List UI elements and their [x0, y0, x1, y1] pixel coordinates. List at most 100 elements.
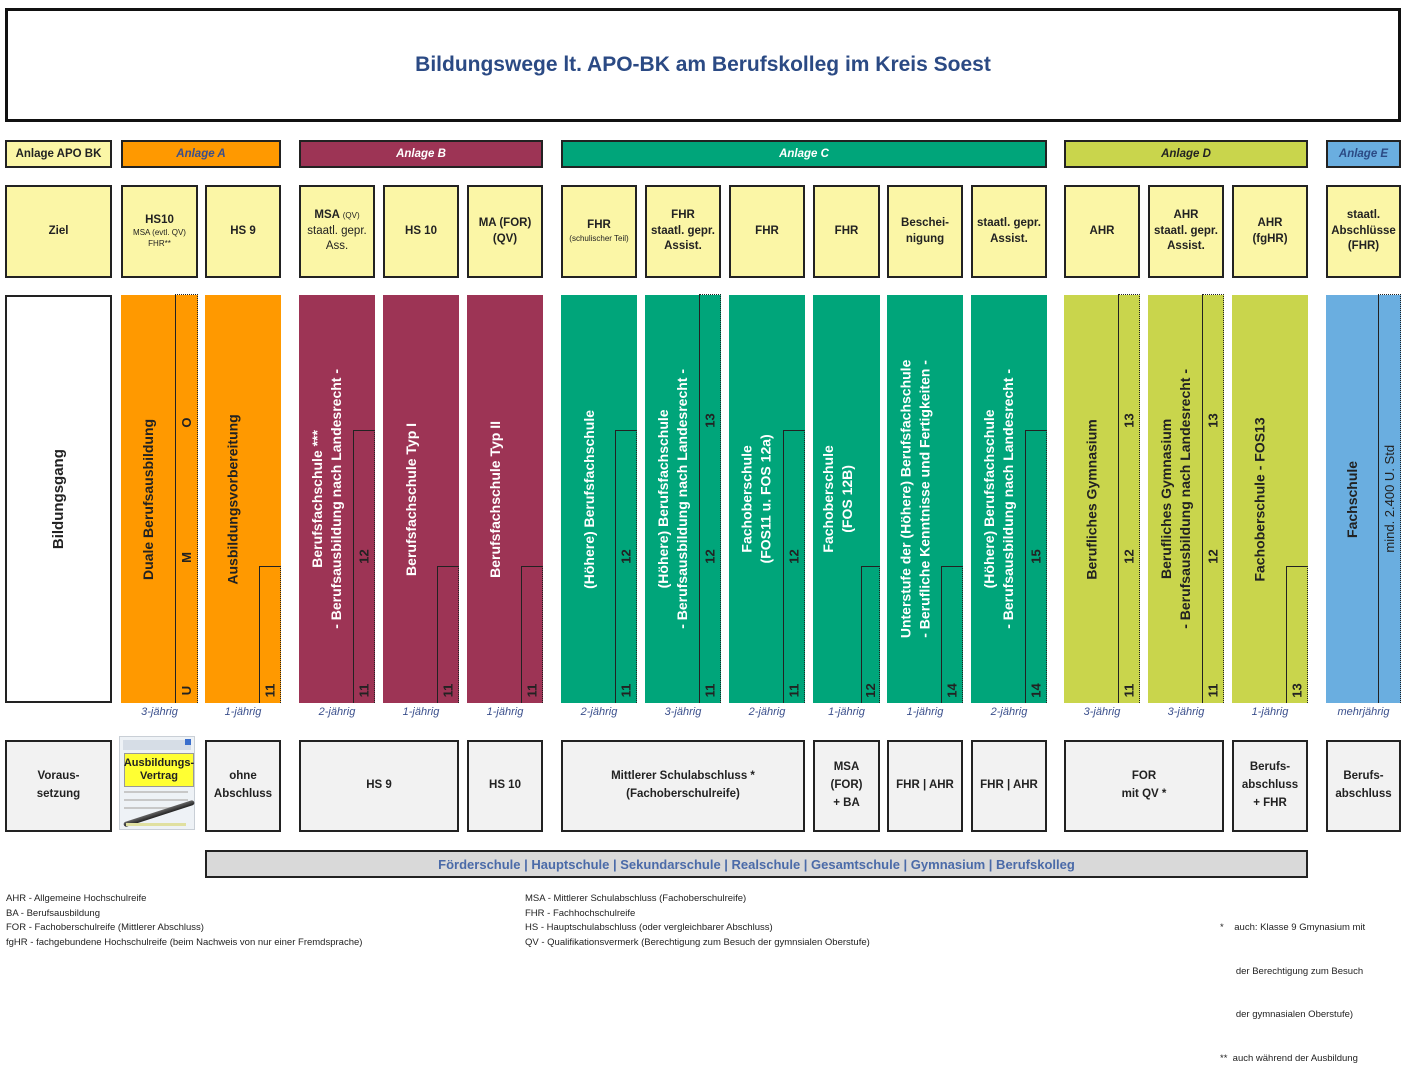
goal-staatl-text: staatl. gepr. Assist. [977, 216, 1041, 245]
contract-line [124, 791, 188, 793]
prereq-fhr-ahr-1: FHR | AHR [887, 740, 963, 832]
prereq-ohne-abschluss: ohne Abschluss [205, 740, 281, 832]
legend-middle: MSA - Mittlerer Schulabschluss (Fachober… [525, 892, 870, 950]
prereq-fhr-ahr-2-text: FHR | AHR [980, 779, 1038, 792]
program-fos11-label: Fachoberschule (FOS11 u. FOS 12a) [739, 434, 774, 564]
contract-doc-mark [185, 739, 191, 745]
duration-bfs-t2: 1-jährig [486, 706, 524, 718]
legend-item: der Berechtigung zum Besuch [1220, 965, 1364, 977]
grade-12: 12 [863, 683, 878, 698]
program-fachschule: Fachschule mind. 2.400 U. Std [1326, 294, 1401, 703]
goal-fhr-3: FHR [729, 185, 805, 278]
header-b-label: Anlage B [396, 148, 446, 160]
duration-fos12b: 1-jährig [828, 706, 865, 718]
grade-strip-fos13: 13 [1286, 566, 1308, 703]
goal-fhr2-text: FHR staatl. gepr. Assist. [651, 209, 715, 253]
header-anlage-a: Anlage A [121, 140, 281, 168]
program-berufsfachschule: Berufsfachschule *** - Berufsausbildung … [299, 295, 375, 703]
prereq-fhr-ahr-2: FHR | AHR [971, 740, 1047, 832]
program-bg-label: Berufliches Gymnasium [1083, 418, 1100, 580]
goal-hs10-b: HS 10 [383, 185, 459, 278]
grade-11: 11 [1121, 683, 1137, 698]
grade-12: 12 [356, 549, 372, 564]
contract-label-1: Ausbildungs- [123, 756, 195, 769]
program-dual-label: Duale Berufsausbildung [140, 418, 157, 580]
legend-item: FHR - Fachhochschulreife [525, 907, 636, 919]
grade-14: 14 [1028, 683, 1044, 698]
legend-item: BA - Berufsausbildung [6, 907, 101, 919]
legend-item: fgHR - fachgebundene Hochschulreife (bei… [6, 936, 363, 948]
goal-ahr-2: AHR staatl. gepr. Assist. [1148, 185, 1224, 278]
legend-right: * auch: Klasse 9 Gmynasium mit der Berec… [1220, 892, 1365, 1081]
goal-msa-title: MSA [314, 209, 340, 222]
goal-fhr1-sub: (schulischer Teil) [569, 233, 629, 243]
program-bfs-typ1: Berufsfachschule Typ I 11 [383, 295, 459, 703]
header-c-label: Anlage C [779, 148, 829, 160]
program-fos13: Fachoberschule - FOS13 13 [1232, 295, 1308, 703]
grade-strip-bfs-t1: 11 [437, 566, 459, 703]
goal-msa-qv: (QV) [342, 211, 360, 221]
duration-fos11: 2-jährig [748, 706, 786, 718]
goal-msa: MSA (QV) staatl. gepr. Ass. [299, 185, 375, 278]
duration-bfs1: 2-jährig [318, 706, 356, 718]
duration-hbfs-lr: 3-jährig [664, 706, 702, 718]
contract-line [124, 799, 188, 801]
grade-strip-hbfs-lr: 13 12 11 [699, 294, 721, 703]
grade-11: 11 [440, 683, 456, 698]
prereq-ba-fhr: Berufs- abschluss + FHR [1232, 740, 1308, 832]
grade-12: 12 [1205, 549, 1221, 564]
grade-strip-fs: mind. 2.400 U. Std [1378, 294, 1401, 703]
goal-ahr1-text: AHR [1089, 224, 1115, 237]
program-fos12b-label: Fachoberschule (FOS 12B) [820, 445, 855, 553]
goal-ma-text: MA (FOR) (QV) [478, 216, 532, 245]
grade-13: 13 [1289, 683, 1305, 698]
grade-strip-bfs1: 12 11 [353, 430, 375, 703]
program-ausbildungsvorbereitung: Ausbildungsvorbereitung 11 [205, 295, 281, 703]
grade-12: 12 [786, 549, 802, 564]
prereq-hs10: HS 10 [467, 740, 543, 832]
program-unterstufe-label: Unterstufe der (Höhere) Berufsfachschule… [897, 359, 933, 639]
program-abv-label: Ausbildungsvorbereitung [224, 413, 241, 585]
prereq-fhr-ahr-1-text: FHR | AHR [896, 779, 954, 792]
program-fs-label: Fachschule [1344, 460, 1361, 538]
goal-label: Ziel [5, 185, 112, 278]
grade-12: 12 [1121, 549, 1137, 564]
contract-signature-line [126, 823, 186, 826]
grade-strip-bfs-t2: 11 [521, 566, 543, 703]
goal-fachschule-text: staatl. Abschlüsse (FHR) [1331, 209, 1396, 253]
program-hbfs-landesrecht-2: (Höhere) Berufsfachschule - Berufsausbil… [971, 295, 1047, 703]
goal-ma: MA (FOR) (QV) [467, 185, 543, 278]
prereq-msa-for-ba: MSA (FOR) + BA [813, 740, 880, 832]
prereq-ba-text: Berufs- abschluss [1335, 770, 1392, 800]
header-anlage-e: Anlage E [1326, 140, 1401, 168]
goal-hs10-title: HS10 [145, 213, 174, 226]
voraussetzung-label: Voraus- setzung [36, 770, 81, 800]
goal-hs9: HS 9 [205, 185, 281, 278]
grade-strip-dual: O M U [175, 294, 198, 703]
grade-strip-bg-lr: 13 12 11 [1202, 294, 1224, 703]
prereq-msa: Mittlerer Schulabschluss * (Fachoberschu… [561, 740, 805, 832]
goal-hs10-b-text: HS 10 [405, 224, 437, 237]
page-title: Bildungswege lt. APO-BK am Berufskolleg … [415, 53, 991, 76]
program-hbfs: (Höhere) Berufsfachschule 12 11 [561, 295, 637, 703]
grade-14: 14 [944, 683, 960, 698]
goal-msa-sub: staatl. gepr. Ass. [307, 224, 367, 253]
legend-left: AHR - Allgemeine Hochschulreife BA - Ber… [6, 892, 362, 950]
program-bfs-t2-label: Berufsfachschule Typ II [486, 420, 503, 578]
legend-item: * auch: Klasse 9 Gmynasium mit [1220, 922, 1366, 933]
goal-fhr-1: FHR (schulischer Teil) [561, 185, 637, 278]
grade-11: 11 [618, 683, 634, 698]
duration-unterstufe: 1-jährig [906, 706, 944, 718]
school-types-bar: Förderschule | Hauptschule | Sekundarsch… [205, 850, 1308, 878]
program-hbfs-lr2-label: (Höhere) Berufsfachschule - Berufsausbil… [981, 369, 1017, 629]
grade-13: 13 [702, 413, 718, 428]
contract-label-2: Vertrag [140, 770, 178, 782]
grade-13: 13 [1121, 413, 1137, 428]
legend-item: HS - Hauptschulabschluss (oder vergleich… [525, 922, 773, 933]
goal-hs10-sub2: FHR** [148, 239, 171, 249]
program-bfs-t1-label: Berufsfachschule Typ I [402, 422, 419, 576]
prereq-hs9-text: HS 9 [366, 779, 392, 792]
grade-11: 11 [356, 683, 372, 698]
prereq-ohne-text: ohne Abschluss [213, 770, 273, 800]
duration-fs: mehrjährig [1337, 706, 1390, 718]
